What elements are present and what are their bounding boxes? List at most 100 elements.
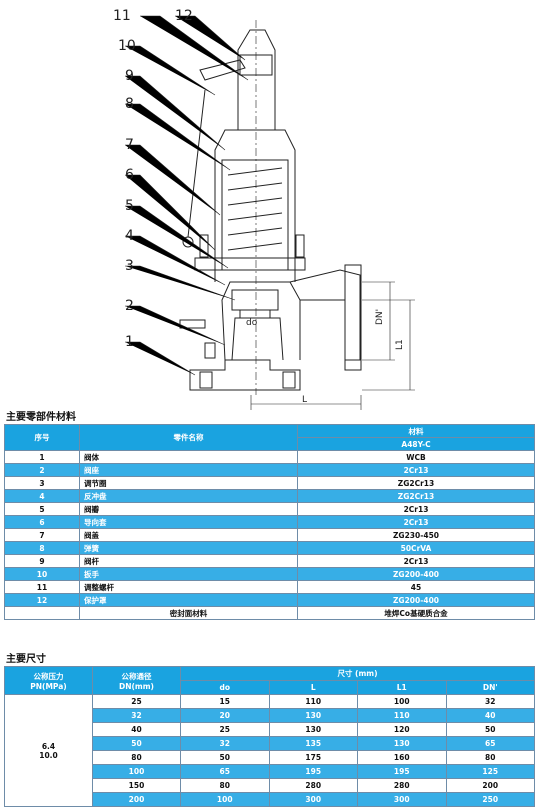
cell-l1: 100 <box>357 694 447 709</box>
cell-material: ZG200-400 <box>297 567 535 581</box>
cell-no: 4 <box>4 489 80 503</box>
cell-dn2: 32 <box>445 694 535 709</box>
dimensions-title: 主要尺寸 <box>6 654 46 665</box>
cell-do: 15 <box>180 694 270 709</box>
cell-do: 25 <box>180 722 270 737</box>
cell-dn2: 200 <box>445 778 535 793</box>
cell-material: 2Cr13 <box>297 554 535 568</box>
cell-dn: 25 <box>92 694 181 709</box>
header-do: do <box>180 680 270 695</box>
cell-no: 1 <box>4 450 80 464</box>
cell-no: 7 <box>4 528 80 542</box>
cell-l1: 300 <box>357 792 447 807</box>
cell-dn: 80 <box>92 750 181 765</box>
callout-4: 4 <box>125 228 134 244</box>
cell-l1: 120 <box>357 722 447 737</box>
cell-material: ZG230-450 <box>297 528 535 542</box>
cell-material: 2Cr13 <box>297 515 535 529</box>
cell-no: 8 <box>4 541 80 555</box>
cell-dn2: 50 <box>445 722 535 737</box>
cell-l: 280 <box>268 778 358 793</box>
cell-do: 100 <box>180 792 270 807</box>
cell-l1: 195 <box>357 764 447 779</box>
cell-no: 3 <box>4 476 80 490</box>
cell-name: 保护罩 <box>79 593 298 607</box>
cell-name: 阀体 <box>79 450 298 464</box>
cell-do: 32 <box>180 736 270 751</box>
callout-8: 8 <box>125 96 134 112</box>
header-l1: L1 <box>357 680 447 695</box>
cell-no: 9 <box>4 554 80 568</box>
pn-value: 6.4 <box>41 741 56 751</box>
cell-l: 195 <box>268 764 358 779</box>
cell-material: ZG2Cr13 <box>297 489 535 503</box>
cell-dn2: 65 <box>445 736 535 751</box>
cell-l1: 160 <box>357 750 447 765</box>
cell-dn2: 125 <box>445 764 535 779</box>
cell-no: 10 <box>4 567 80 581</box>
cell-do: 50 <box>180 750 270 765</box>
cell-name: 阀座 <box>79 463 298 477</box>
cell-dn2: 80 <box>445 750 535 765</box>
cell-material: WCB <box>297 450 535 464</box>
footer-name: 密封面材料 <box>79 606 298 620</box>
cell-dn: 100 <box>92 764 181 779</box>
callout-6: 6 <box>125 167 134 183</box>
callout-5: 5 <box>125 198 134 214</box>
cell-name: 阀瓣 <box>79 502 298 516</box>
callout-7: 7 <box>125 137 134 153</box>
callout-11: 11 <box>113 8 131 24</box>
cell-l1: 280 <box>357 778 447 793</box>
cell-name: 反冲盘 <box>79 489 298 503</box>
header-material: 材料 <box>297 424 535 438</box>
callout-12: 12 <box>175 8 193 24</box>
cell-name: 调节圈 <box>79 476 298 490</box>
cell-l: 130 <box>268 722 358 737</box>
header-l: L <box>268 680 358 695</box>
cell-no: 12 <box>4 593 80 607</box>
cell-name: 调整螺杆 <box>79 580 298 594</box>
cell-dn2: 40 <box>445 708 535 723</box>
cell-l1: 130 <box>357 736 447 751</box>
cell-do: 65 <box>180 764 270 779</box>
callout-3: 3 <box>125 258 134 274</box>
cell-material: 45 <box>297 580 535 594</box>
header-dn2: DN' <box>445 680 535 695</box>
cell-dn: 200 <box>92 792 181 807</box>
cell-dn2: 250 <box>445 792 535 807</box>
dim-label-l: L <box>302 395 307 405</box>
header-model: A48Y-C <box>297 437 535 451</box>
cell-name: 弹簧 <box>79 541 298 555</box>
cell-material: ZG2Cr13 <box>297 476 535 490</box>
header-name: 零件名称 <box>79 424 298 451</box>
pn-value: 10.0 <box>39 750 58 760</box>
cell-do: 80 <box>180 778 270 793</box>
dim-label-l1: L1 <box>395 339 405 350</box>
cell-name: 导向套 <box>79 515 298 529</box>
cell-material: 2Cr13 <box>297 502 535 516</box>
header-size: 尺寸 (mm) <box>180 666 535 681</box>
dim-label-dn: DN' <box>375 309 385 325</box>
cell-dn: 40 <box>92 722 181 737</box>
cell-material: ZG200-400 <box>297 593 535 607</box>
materials-title: 主要零部件材料 <box>6 412 76 423</box>
cell-l1: 110 <box>357 708 447 723</box>
